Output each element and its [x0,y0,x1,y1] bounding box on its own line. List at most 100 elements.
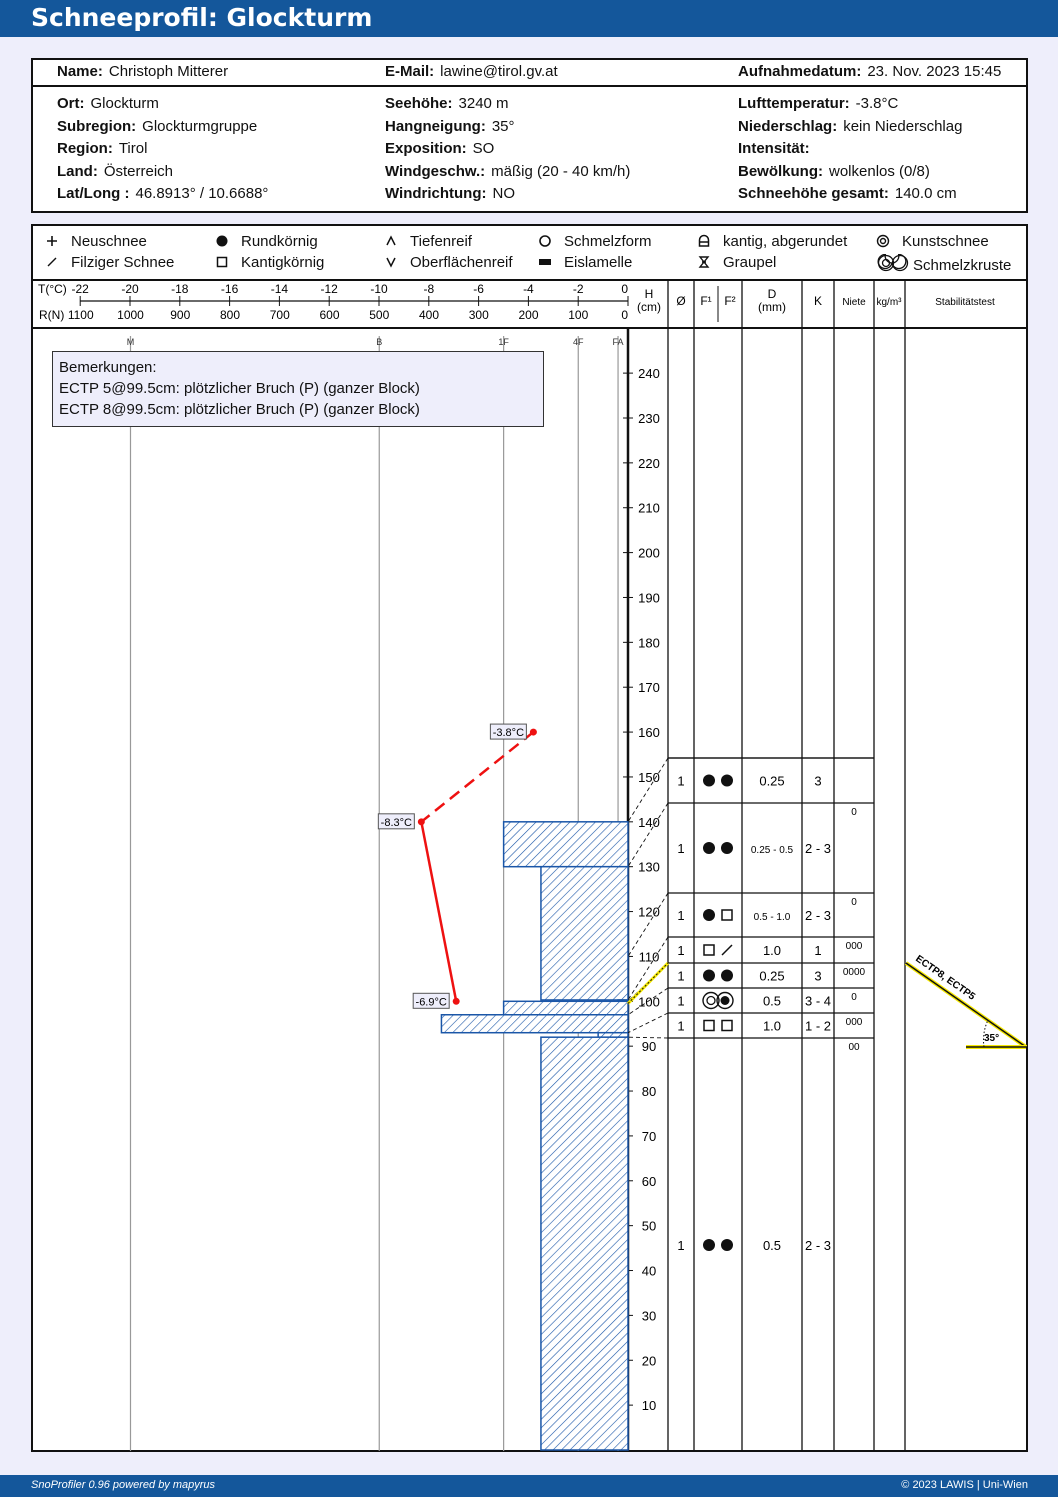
info-label: Region: [57,140,113,157]
layer-hand-hardness: 2 - 3 [805,1238,831,1253]
temperature-label-box [377,813,415,830]
layer-connector [627,892,669,957]
remark-line: ECTP 5@99.5cm: plötzlicher Bruch (P) (ga… [59,380,420,397]
stability-slope-line [905,962,1027,1048]
remarks-title: Bemerkungen: [59,359,157,376]
ice-lens-icon [539,259,551,265]
hardness-mark-label: 4F [573,337,584,347]
legend-label: Tiefenreif [410,233,472,250]
plus-icon [47,236,57,246]
info-field: Windrichtung:NO [385,185,515,202]
info-value: 23. Nov. 2023 15:45 [867,63,1002,80]
temp-tick-label: 0 [621,282,628,296]
layer-moisture: 1 [677,774,684,789]
info-field: Intensität: [738,140,816,157]
rounded-grain-icon [703,909,715,921]
res-tick-label: 1100 [68,308,94,322]
legend-label: Kantigkörnig [241,254,325,271]
height-tick-label: 150 [638,770,660,785]
info-value: -3.8°C [855,95,899,112]
filled-circle-icon [216,235,228,247]
res-tick-label: 700 [270,308,290,322]
layer-grain-size: 0.25 - 0.5 [751,845,794,856]
layer-hand-hardness: 3 [814,969,821,984]
info-label: Windgeschw.: [385,162,486,180]
res-tick-label: 900 [170,308,190,322]
info-field: Name:Christoph Mitterer [57,63,228,80]
height-tick-label: 40 [642,1264,656,1279]
info-label: Seehöhe: [385,95,453,112]
height-tick-label: 10 [642,1398,656,1413]
info-label: Niederschlag: [738,117,838,135]
temp-tick-label: -22 [72,282,90,296]
layer-grain-size: 0.5 - 1.0 [754,912,791,923]
layer-moisture: 1 [677,994,684,1009]
footer: SnoProfiler 0.96 powered by mapyrus © 20… [0,1475,1058,1497]
temperature-label: -8.3°C [381,817,412,829]
layer-grain-size: 0.5 [763,994,781,1009]
height-tick-label: 240 [638,366,660,381]
footer-copyright: © 2023 LAWIS | Uni-Wien [901,1479,1028,1491]
info-label: Aufnahmedatum: [738,63,862,80]
height-tick-label: 170 [638,680,660,695]
melt-form-icon [706,995,716,1006]
layer-moisture: 1 [677,943,684,958]
res-tick-label: 800 [220,308,240,322]
faceted-grain-icon [721,909,733,921]
column-header-niete: Niete [842,297,866,308]
legend-item: Graupel [697,254,776,271]
square-icon [216,256,228,268]
info-field: Lufttemperatur:-3.8°C [738,95,898,112]
res-tick-label: 1000 [117,308,144,322]
info-value: Christoph Mitterer [108,63,229,80]
weak-layer-marker-dots [627,962,669,1004]
melt-crust-icon [877,248,909,272]
height-axis-unit: (cm) [637,300,661,314]
column-header-k: K [814,294,822,308]
legend-label: Oberflächenreif [410,254,513,271]
info-label: Schneehöhe gesamt: [738,185,889,202]
info-label: Lat/Long : [57,185,130,202]
height-tick-label: 140 [638,815,660,830]
temperature-segment [420,821,458,1002]
height-tick-label: 120 [638,905,660,920]
height-tick-label: 230 [638,411,660,426]
info-value: SO [472,140,495,157]
layer-niete: 0 [851,992,857,1003]
res-tick-label: 200 [518,308,538,322]
column-header-stability: Stabilitätstest [935,297,995,308]
info-label: Land: [57,162,98,180]
layer-moisture: 1 [677,969,684,984]
info-value: lawine@tirol.gv.at [440,63,558,80]
res-tick-label: 0 [621,308,628,322]
rounded-grain-icon [720,996,730,1005]
info-field: Exposition:SO [385,140,494,157]
rounded-grain-icon [721,774,733,787]
hardness-layer [540,1036,629,1451]
temp-tick-label: -4 [523,282,534,296]
temperature-point [452,997,460,1005]
legend-item: Oberflächenreif [384,254,513,271]
layer-grain-size: 1.0 [763,1019,781,1034]
height-tick-label: 210 [638,501,660,516]
info-label: Hangneigung: [385,117,486,135]
rounded-square-icon [698,234,710,247]
info-label: Ort: [57,95,85,112]
temp-axis-label: T(°C) [38,282,67,296]
temp-tick-label: -6 [473,282,484,296]
legend-label: Filziger Schnee [71,254,175,271]
info-field: Seehöhe:3240 m [385,95,509,112]
info-value: Tirol [118,140,148,157]
legend-item: Kantigkörnig [215,254,324,271]
rounded-grain-icon [703,1239,715,1251]
layer-hand-hardness: 2 - 3 [805,841,831,856]
res-tick-label: 500 [369,308,389,322]
caret-up-icon [386,235,396,246]
temp-tick-label: -16 [221,282,239,296]
hardness-layer [440,1014,629,1034]
height-tick-label: 60 [642,1174,656,1189]
height-tick-label: 80 [642,1084,656,1099]
temp-tick-label: -2 [573,282,584,296]
